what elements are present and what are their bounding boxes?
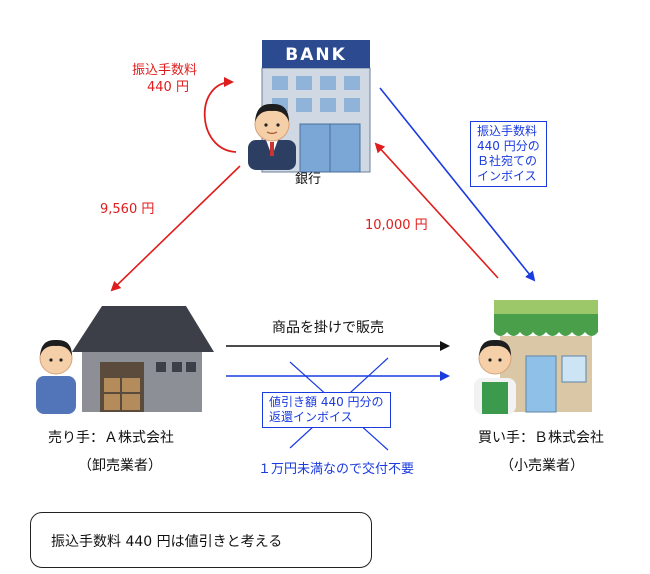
bank-sign-text: BANK — [285, 45, 347, 65]
not-required-text: １万円未満なので交付不要 — [258, 462, 415, 477]
bank-clerk-icon — [248, 103, 296, 170]
buyer-to-bank-amount: 10,000 円 — [365, 218, 428, 233]
return-note-line: 返還インボイス — [269, 410, 353, 424]
invoice-note-line: 振込手数料 — [477, 124, 538, 138]
fee-loop-arrow — [203, 77, 237, 153]
bank-label: 銀行 — [295, 172, 322, 187]
bank-to-buyer-arrow — [379, 87, 536, 282]
shop-icon — [494, 300, 598, 413]
warehouse-icon — [72, 306, 214, 412]
invoice-note-line: Ｂ社宛ての — [477, 154, 538, 168]
seller-label: 売り手：Ａ株式会社 — [48, 430, 174, 446]
bank-building-icon — [261, 40, 371, 173]
buyer-shopkeeper-icon — [474, 339, 516, 414]
bank-to-seller-arrow — [110, 165, 241, 292]
return-note-line: 値引き額 440 円分の — [269, 395, 384, 409]
callout-text: 振込手数料 440 円は値引きと考える — [51, 534, 283, 550]
bank-to-seller-amount: 9,560 円 — [100, 202, 155, 217]
invoice-note-line: インボイス — [477, 169, 537, 183]
buyer-to-bank-arrow — [374, 142, 499, 279]
bank-to-buyer-invoice-note: 振込手数料 440 円分の Ｂ社宛ての インボイス — [470, 121, 547, 187]
seller-sublabel: （卸売業者） — [78, 458, 162, 474]
return-invoice-note: 値引き額 440 円分の 返還インボイス — [262, 392, 391, 428]
callout-box: 振込手数料 440 円は値引きと考える — [30, 512, 372, 568]
fee-label-line2: 440 円 — [147, 80, 189, 95]
buyer-sublabel: （小売業者） — [500, 458, 584, 474]
fee-label-line1: 振込手数料 — [132, 63, 198, 78]
invoice-note-line: 440 円分の — [477, 139, 540, 153]
buyer-label: 買い手：Ｂ株式会社 — [478, 430, 604, 446]
goods-sale-label: 商品を掛けで販売 — [272, 320, 384, 336]
seller-worker-icon — [36, 339, 76, 414]
